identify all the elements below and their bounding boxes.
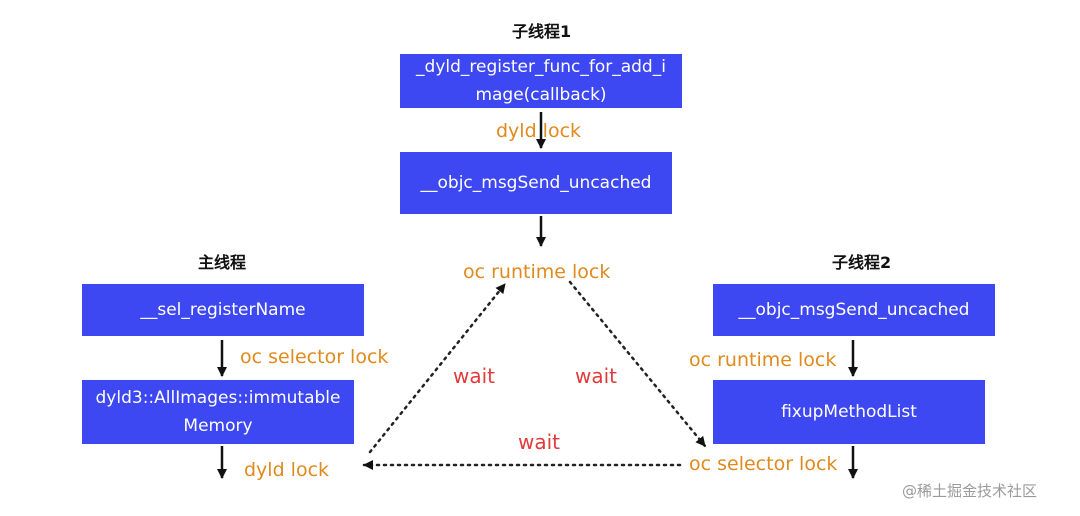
wait-label-bottom: wait (518, 430, 561, 454)
box-objc-msgsend-uncached-sub1: __objc_msgSend_uncached (400, 152, 672, 214)
wait-label-left: wait (453, 364, 496, 388)
box-dyld-register-func: _dyld_register_func_for_add_i mage(callb… (400, 54, 682, 108)
wait-label-right: wait (575, 364, 618, 388)
thread-title-main: 主线程 (198, 253, 247, 272)
lock-label-main-dyld: dyld lock (244, 459, 330, 481)
box-sel-registername: __sel_registerName (82, 284, 364, 336)
box-allimages-immutable-memory: dyld3::AllImages::immutable Memory (82, 380, 354, 444)
lock-label-sub2-selector: oc selector lock (689, 453, 838, 475)
thread-title-sub2: 子线程2 (832, 253, 892, 272)
lock-label-center-runtime: oc runtime lock (463, 261, 611, 283)
thread-title-sub1: 子线程1 (512, 22, 572, 41)
lock-label-sub1-dyld: dyld lock (496, 120, 582, 142)
box-objc-msgsend-uncached-sub2: __objc_msgSend_uncached (713, 284, 995, 336)
lock-label-main-selector: oc selector lock (240, 346, 389, 368)
box-fixupmethodlist: fixupMethodList (713, 380, 985, 444)
watermark: @稀土掘金技术社区 (902, 482, 1038, 500)
lock-label-sub2-runtime: oc runtime lock (689, 349, 837, 371)
